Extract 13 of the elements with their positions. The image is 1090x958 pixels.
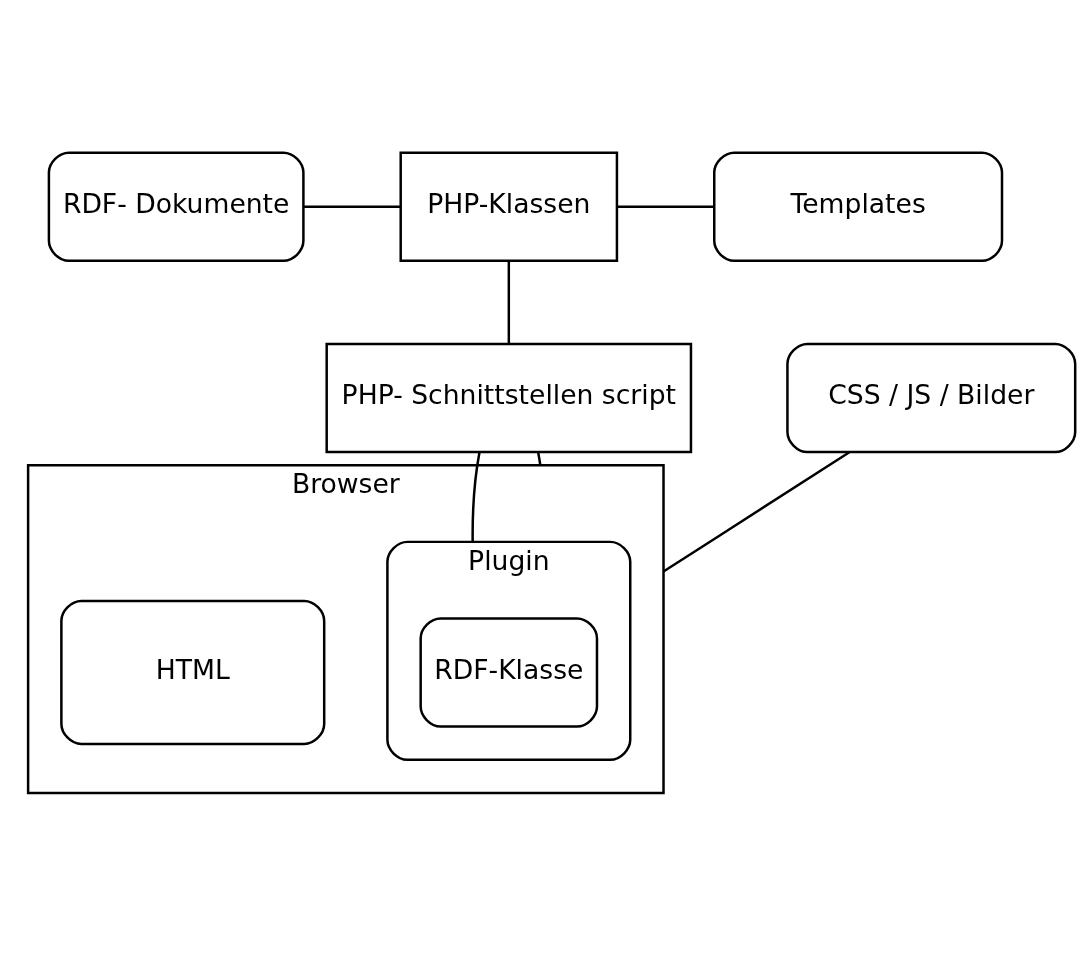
connector: [507, 260, 511, 344]
connector: [471, 451, 481, 542]
node-box: PHP-Klassen: [399, 150, 619, 262]
connector: [536, 451, 542, 466]
node-box: HTML: [60, 599, 326, 745]
connector: [303, 204, 401, 208]
node-box: PHP- Schnittstellen script: [325, 342, 693, 453]
node-box: CSS / JS / Bilder: [786, 342, 1077, 453]
connector: [617, 204, 715, 208]
node-box: RDF- Dokumente: [47, 150, 305, 262]
node-box: Templates: [713, 150, 1004, 262]
node-box: RDF-Klasse: [419, 616, 599, 728]
connector: [662, 450, 851, 573]
